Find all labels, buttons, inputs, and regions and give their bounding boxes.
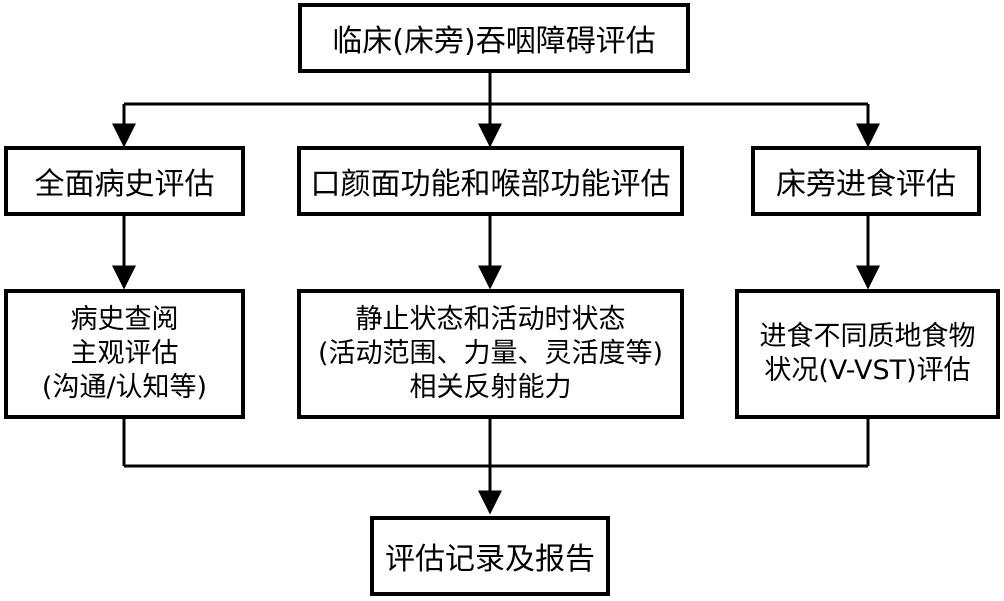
history-title: 全面病史评估 <box>34 167 215 202</box>
report-label: 评估记录及报告 <box>385 542 595 577</box>
oral-larynx-detail-box: 静止状态和活动时状态 (活动范围、力量、灵活度等) 相关反射能力 <box>297 289 684 419</box>
feeding-detail-line-1: 进食不同质地食物 <box>759 321 976 352</box>
oral-larynx-box: 口颜面功能和喉部功能评估 <box>297 146 684 216</box>
history-detail-line-3: (沟通/认知等) <box>41 372 208 403</box>
feeding-detail-box: 进食不同质地食物 状况(V-VST)评估 <box>735 289 1000 419</box>
oral-detail-line-2: (活动范围、力量、灵活度等) <box>317 338 664 369</box>
feeding-box: 床旁进食评估 <box>751 146 981 216</box>
oral-detail-line-3: 相关反射能力 <box>409 372 572 403</box>
top-box: 临床(床旁)吞咽障碍评估 <box>298 3 690 73</box>
top-label: 临床(床旁)吞咽障碍评估 <box>332 24 656 59</box>
feeding-title: 床旁进食评估 <box>776 167 956 202</box>
history-detail-line-2: 主观评估 <box>70 338 179 369</box>
oral-larynx-title: 口颜面功能和喉部功能评估 <box>310 167 671 202</box>
oral-detail-line-1: 静止状态和活动时状态 <box>355 304 626 335</box>
feeding-detail-line-2: 状况(V-VST)评估 <box>764 355 971 386</box>
history-box: 全面病史评估 <box>4 146 245 216</box>
history-detail-line-1: 病史查阅 <box>70 304 179 335</box>
report-box: 评估记录及报告 <box>370 516 610 596</box>
history-detail-box: 病史查阅 主观评估 (沟通/认知等) <box>4 289 245 419</box>
